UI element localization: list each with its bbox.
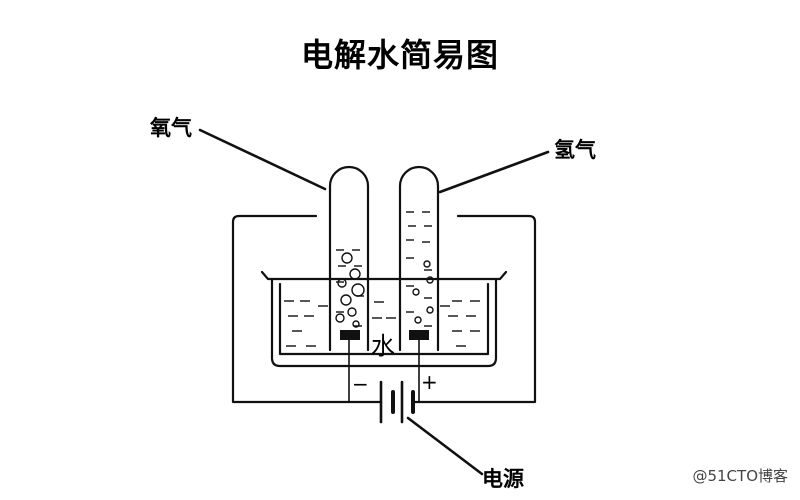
wire-left: [231, 214, 383, 404]
hydrogen-label: 氢气: [554, 138, 596, 162]
power-label: 电源: [482, 467, 524, 491]
bubbles: [335, 252, 434, 328]
battery-plus-sign: +: [421, 370, 438, 394]
tube-hydrogen: [398, 165, 440, 352]
battery-minus-sign: −: [352, 372, 369, 396]
watermark: @51CTO博客: [692, 467, 788, 485]
oxygen-tube-water: [336, 249, 364, 327]
water-label: 水: [371, 332, 395, 360]
water-texture: [284, 300, 480, 347]
power-leader-line: [406, 416, 484, 476]
page-title: 电解水简易图: [300, 36, 499, 74]
tube-oxygen: [328, 165, 370, 352]
hydrogen-leader-line: [438, 150, 550, 194]
beaker-rim: [260, 270, 508, 281]
wire-right: [411, 214, 537, 404]
electrode-anode: [340, 330, 360, 340]
hydrogen-tube-water: [406, 211, 432, 327]
oxygen-leader-line: [198, 128, 327, 191]
beaker-body: [270, 277, 498, 368]
beaker-inner-wall: [278, 282, 490, 356]
oxygen-label: 氧气: [150, 116, 192, 140]
electrode-cathode: [409, 330, 429, 340]
